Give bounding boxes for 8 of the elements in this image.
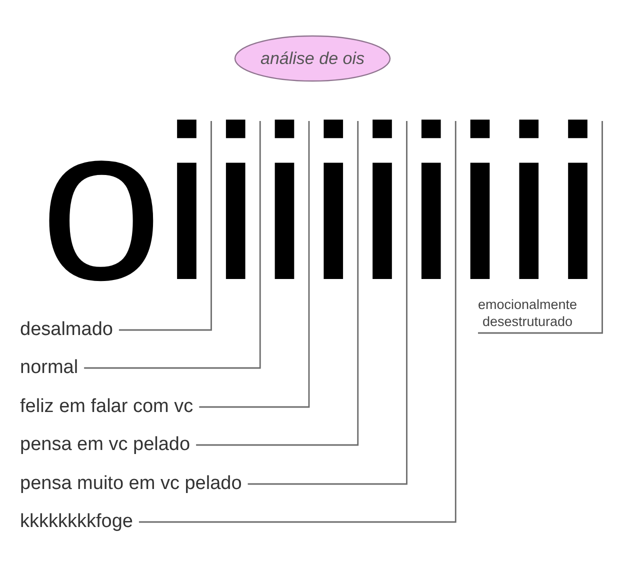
leader-label: desalmado — [20, 319, 113, 341]
title-oval — [234, 35, 391, 82]
leader-label: pensa em vc pelado — [20, 434, 190, 456]
leader-label: feliz em falar com vc — [20, 396, 194, 418]
oval-text: análise de ois — [260, 48, 366, 68]
leader-label: normal — [20, 357, 78, 379]
leader-label: pensa muito em vc pelado — [20, 473, 242, 495]
leader-label: kkkkkkkkfoge — [20, 511, 133, 533]
